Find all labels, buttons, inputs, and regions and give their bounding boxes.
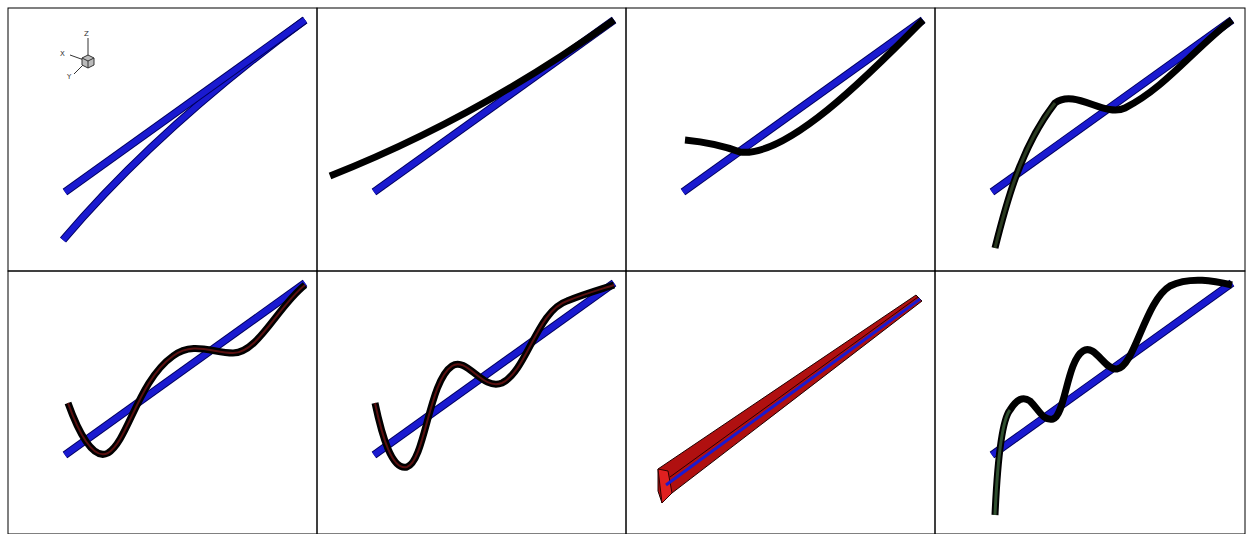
axis-label: Y	[67, 73, 71, 81]
axis-label: X	[60, 50, 65, 58]
axis-label: Z	[84, 30, 89, 38]
